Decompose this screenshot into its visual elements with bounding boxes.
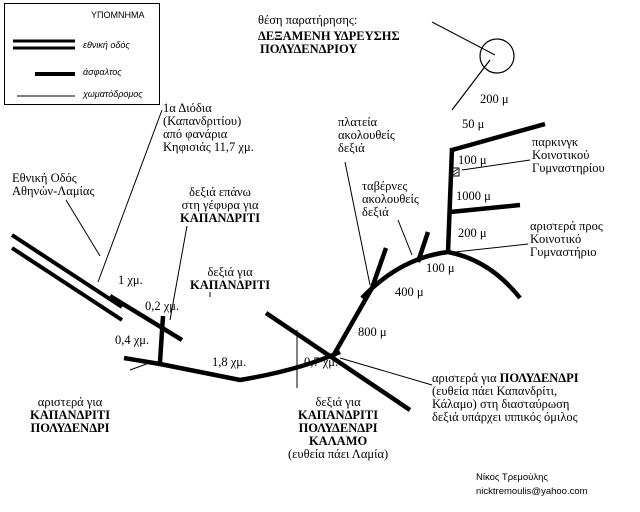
distance-50m: 50 μ	[462, 117, 485, 131]
distance-02km: 0,2 χμ.	[145, 299, 180, 313]
distance-07km: 0,7 χμ.	[304, 355, 339, 369]
legend-title: ΥΠΟΜΝΗΜΑ	[91, 10, 145, 20]
distance-1km: 1 χμ.	[118, 273, 143, 287]
distance-200m-b: 200 μ	[480, 92, 509, 106]
highway-pointer-line	[65, 199, 101, 257]
toll-label: 1α Διόδια (Καπανδριτίου) από φανάρια Κηφ…	[163, 101, 254, 154]
left-polydendri-label: αριστερά για ΠΟΛΥΔΕΝΔΡΙ (ευθεία πάει Καπ…	[432, 371, 579, 424]
observation-label: θέση παρατήρησης:	[258, 13, 358, 27]
bridge-spur	[157, 315, 166, 363]
parking-marker	[451, 167, 460, 177]
taverns-label: ταβέρνες ακολουθείς δεξιά	[362, 179, 419, 219]
bridge-pointer-line	[169, 225, 188, 321]
exit-ramp	[108, 294, 184, 342]
highway-label: Εθνική Οδός Αθηνών-Λαμίας	[12, 171, 95, 198]
right-kapandriti-label: δεξιά για ΚΑΠΑΝΔΡΙΤΙ	[190, 265, 271, 292]
distance-800m: 800 μ	[358, 325, 387, 339]
reservoir-label: ΔΕΞΑΜΕΝΗ ΥΔΡΕΥΣΗΣ ΠΟΛΥΔΕΝΔΡΙΟΥ	[258, 29, 400, 56]
crossing-road	[264, 311, 412, 412]
polydendri-pointer-line	[339, 357, 433, 386]
distance-400m: 400 μ	[395, 285, 424, 299]
road-to-gym	[360, 249, 522, 300]
gym-pointer-line	[454, 243, 529, 253]
distance-18km: 1,8 χμ.	[212, 355, 247, 369]
author-name: Νίκος Τρεμούλης	[476, 472, 548, 483]
square-label: πλατεία ακολουθείς δεξιά	[338, 115, 395, 155]
legend: ΥΠΟΜΝΗΜΑ εθνική οδός άσφαλτος χωματόδρομ…	[4, 3, 160, 105]
parking-pointer-line	[461, 159, 531, 171]
branch-1000	[449, 202, 521, 215]
taverns-spur	[415, 231, 431, 263]
taverns-pointer-line	[397, 219, 413, 256]
road-to-square	[330, 247, 389, 360]
dirt-road-reservoir	[451, 59, 491, 111]
left-kapandriti-label: αριστερά για ΚΑΠΑΝΔΡΙΤΙ ΠΟΛΥΔΕΝΔΡΙ	[30, 395, 111, 435]
author-email: nicktremoulis@yahoo.com	[476, 486, 588, 497]
bridge-label: δεξιά επάνω στη γέφυρα για ΚΑΠΑΝΔΡΙΤΙ	[180, 185, 261, 225]
distance-04km: 0,4 χμ.	[115, 333, 150, 347]
right-kalamo-label: δεξιά για ΚΑΠΑΝΔΡΙΤΙ ΠΟΛΥΔΕΝΔΡΙ ΚΑΛΑΜΟ (…	[288, 395, 389, 461]
national-highway	[10, 233, 124, 322]
distance-200m-a: 200 μ	[458, 226, 487, 240]
reservoir-marker	[479, 38, 515, 74]
distance-100m-a: 100 μ	[426, 261, 455, 275]
parking-branch	[451, 121, 546, 153]
observation-pointer-line	[431, 21, 496, 56]
legend-swatches	[13, 39, 75, 97]
road-to-reservoir	[445, 147, 455, 253]
parking-label: παρκινγκ Κοινοτικού Γυμναστηρίου	[532, 135, 605, 175]
square-pointer-line	[344, 161, 371, 286]
legend-item-highway: εθνική οδός	[83, 40, 130, 50]
legend-item-asphalt: άσφαλτος	[83, 67, 122, 77]
toll-pointer-line	[97, 109, 163, 283]
distance-100m-b: 100 μ	[458, 153, 487, 167]
distance-1000m: 1000 μ	[456, 189, 491, 203]
legend-item-dirt: χωματόδρομος	[83, 89, 143, 99]
left-gym-label: αριστερά προς Κοινοτικό Γυμναστήριο	[530, 219, 603, 259]
